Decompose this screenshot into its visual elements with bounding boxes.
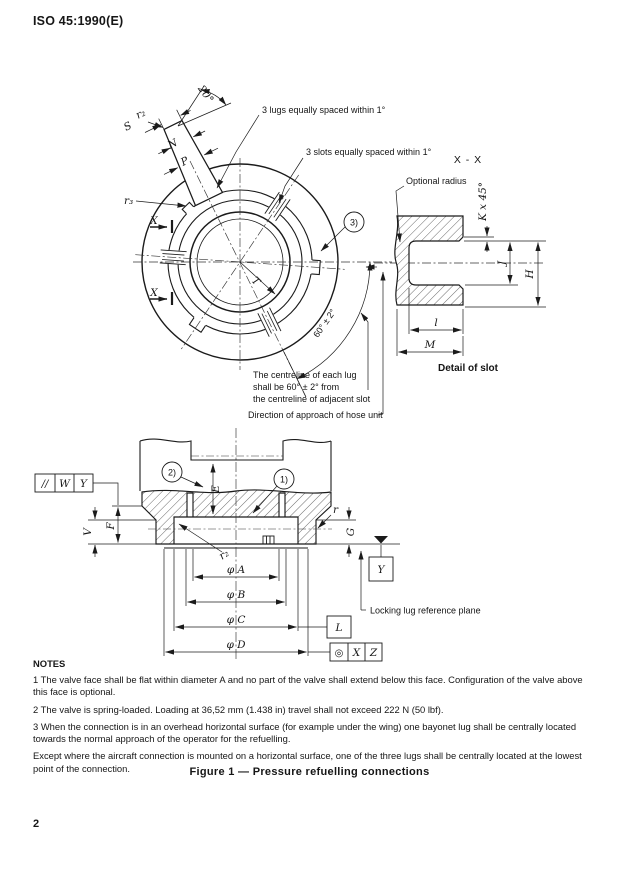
fcf-conc-datum: Z — [369, 647, 378, 659]
fcf-parallel-tolerance: W — [59, 478, 71, 490]
page-header: ISO 45:1990(E) — [33, 14, 124, 28]
section-cut-marks — [150, 220, 174, 305]
datum-y-label: Y — [378, 564, 386, 576]
e-label: E — [210, 485, 222, 494]
v-dimension — [88, 507, 156, 557]
dimension-phi-b — [185, 549, 287, 606]
balloon-1 — [252, 468, 295, 514]
slots-note: 3 slots equally spaced within 1° — [306, 147, 432, 157]
l-box — [326, 615, 352, 639]
notes-section: NOTES 1 The valve face shall be flat wit… — [33, 658, 587, 780]
m-label: M — [424, 339, 436, 351]
figure-caption: Figure 1 — Pressure refuelling connectio… — [189, 766, 430, 778]
angle-60-dimension — [283, 261, 377, 398]
label-20deg: 20° — [195, 82, 216, 105]
fcf-conc-symbol: ◎ — [335, 648, 344, 659]
phi-b-label: φ B — [227, 589, 246, 601]
optional-radius-label: Optional radius — [406, 176, 467, 186]
m-dimension — [396, 309, 464, 356]
bayonet-lug — [163, 119, 224, 207]
locking-key — [262, 535, 275, 545]
l-box-label: L — [335, 622, 343, 634]
v-label: V — [82, 527, 94, 536]
f-dimension — [112, 505, 142, 543]
aircraft-structure — [139, 438, 332, 491]
note-2: 2 The valve is spring-loaded. Loading at… — [33, 703, 444, 715]
phi-a-label: φ A — [227, 564, 246, 576]
slot-detail-view: X - X Optional radius K x 45° J H l M De… — [374, 154, 546, 374]
fcf-parallelism — [34, 473, 119, 505]
fcf-concentricity — [329, 642, 383, 662]
t-radius-line — [239, 261, 276, 295]
page-number: 2 — [33, 818, 40, 830]
n-dimension — [158, 130, 206, 155]
f-label: F — [105, 522, 117, 531]
label-r3: r₃ — [124, 195, 133, 207]
lugs-note: 3 lugs equally spaced within 1° — [262, 105, 386, 115]
balloon-3-label: 3) — [350, 218, 358, 228]
locking-note: Locking lug reference plane — [370, 606, 481, 616]
chamfer-dimension — [464, 226, 546, 252]
r2-leader-section — [178, 523, 223, 553]
direction-leader — [377, 271, 386, 416]
r-leader — [317, 514, 332, 529]
section-view: // W Y 2) 1) E V F G r r₂ Y Locking lug … — [34, 428, 481, 662]
balloon-1-label: 1) — [280, 475, 288, 485]
centreline-note-3: the centreline of adjacent slot — [253, 394, 371, 404]
fcf-parallel-datum: Y — [80, 478, 88, 490]
taper-dimension — [177, 85, 232, 127]
note-3: 3 When the connection is in an overhead … — [33, 720, 577, 745]
flange-section — [141, 489, 332, 545]
label-x-lower: X — [149, 287, 158, 299]
label-t: T — [249, 275, 263, 289]
optional-radius-leader — [395, 185, 405, 243]
note-1: 1 The valve face shall be flat within di… — [33, 674, 583, 698]
balloon-2-label: 2) — [168, 468, 176, 478]
r3-leader — [135, 200, 187, 208]
j-dimension — [465, 242, 518, 286]
dimension-phi-c — [173, 549, 327, 631]
note-closing: Except where the aircraft connection is … — [33, 750, 582, 774]
r2-label-section: r₂ — [217, 547, 231, 562]
centreline-note-1: The centreline of each lug — [253, 370, 357, 380]
phi-d-label: φ D — [226, 639, 246, 651]
chamfer-label: K x 45° — [477, 182, 489, 222]
fcf-conc-tolerance: X — [352, 647, 361, 659]
dimension-phi-a — [192, 549, 280, 581]
h-label: H — [524, 269, 536, 280]
slot-section-profile — [394, 215, 464, 306]
j-label: J — [496, 260, 508, 267]
lugs-note-leader — [216, 114, 260, 189]
phi-c-label: φ C — [227, 614, 246, 626]
top-view: 3 lugs equally spaced within 1° 3 slots … — [122, 82, 432, 420]
dimension-phi-d — [163, 549, 330, 656]
locking-plane-leader — [358, 550, 366, 611]
balloon-3 — [320, 211, 365, 252]
slot-detail-caption: Detail of slot — [438, 363, 499, 374]
fcf-parallel-symbol: // — [41, 479, 50, 490]
p-dimension — [163, 147, 219, 175]
label-s: S — [122, 120, 134, 134]
label-x-upper: X — [149, 215, 158, 227]
g-dimension — [316, 507, 400, 557]
datum-target-y — [368, 536, 394, 582]
centreline-note-2: shall be 60° ± 2° from — [253, 382, 339, 392]
h-dimension — [465, 242, 546, 308]
g-label: G — [345, 528, 357, 536]
notes-title: NOTES — [33, 658, 66, 669]
r-label: r — [333, 504, 339, 516]
direction-note: Direction of approach of hose unit — [248, 410, 383, 420]
label-r2: r₂ — [134, 107, 148, 122]
balloon-2 — [161, 461, 204, 488]
l-dimension — [408, 288, 464, 334]
r2-leader — [147, 121, 164, 128]
lug-notch-r3 — [181, 201, 195, 215]
l-label: l — [434, 317, 437, 329]
slots-note-leader — [278, 157, 304, 204]
section-title: X - X — [454, 154, 482, 166]
